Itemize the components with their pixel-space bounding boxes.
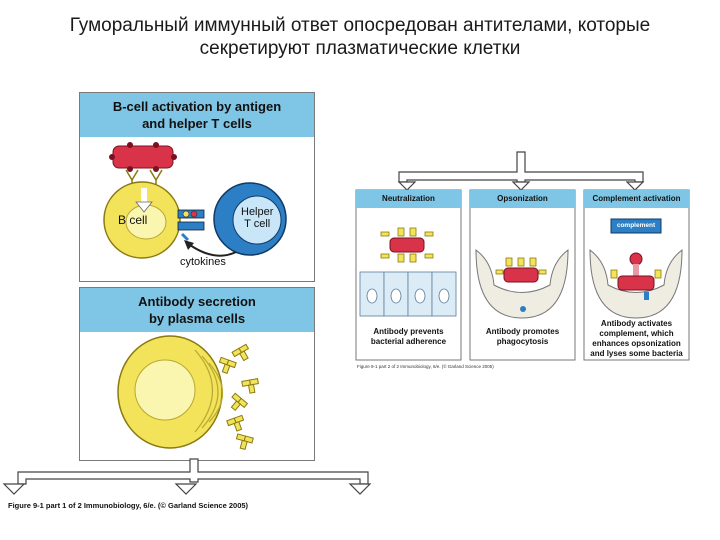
slide-title-line-1: Гуморальный иммунный ответ опосредован а… <box>69 15 651 36</box>
opsonization-caption-line-2: phagocytosis <box>496 337 549 346</box>
complement-icon <box>589 218 683 319</box>
plasma-cell-icon <box>117 335 223 449</box>
antibody-secretion-title-line-2: by plasma cells <box>148 311 246 326</box>
left-figure-caption: Figure 9-1 part 1 of 2 Immunobiology, 6/… <box>8 501 249 510</box>
antigen-uptake-arrow-icon <box>135 188 153 213</box>
complement-label: complement <box>616 222 656 229</box>
helper-t-cell-label: Helper T cell <box>241 206 273 230</box>
cytokines-label: cytokines <box>180 256 226 268</box>
phagocyte-icon <box>475 248 569 319</box>
antibody-secretion-header: Antibody secretion by plasma cells <box>80 288 314 332</box>
slide-title-line-2: секретируют плазматические клетки <box>199 38 521 59</box>
slide-title: Гуморальный иммунный ответ опосредован а… <box>0 14 720 60</box>
complement-caption-line-2: complement, which <box>599 329 674 338</box>
secreted-antibodies-icon <box>218 343 259 451</box>
antigen-icon <box>109 142 177 172</box>
branching-arrow-bottom-icon <box>2 458 372 495</box>
neutralization-header-bg <box>356 190 461 208</box>
neutralization-caption: Antibody prevents bacterial adherence <box>356 327 461 347</box>
helper-t-cell-label-line-1: Helper <box>241 206 274 218</box>
opsonization-header-bg <box>470 190 575 208</box>
antibody-secretion-title-line-1: Antibody secretion <box>138 294 256 309</box>
neutralization-title: Neutralization <box>382 194 435 203</box>
mhc-tcr-contact-icon <box>177 209 205 231</box>
complement-caption: Antibody activates complement, which enh… <box>584 319 689 359</box>
complement-caption-line-3: enhances opsonization <box>592 339 681 348</box>
epithelial-cells-icon <box>359 271 457 317</box>
complement-activation-title: Complement activation <box>592 194 681 203</box>
neutralization-bacterium-icon <box>380 227 434 263</box>
b-cell-activation-title-line-2: and helper T cells <box>142 116 252 131</box>
neutralization-caption-line-2: bacterial adherence <box>370 337 447 346</box>
branching-arrow-top-icon <box>397 151 645 191</box>
opsonization-caption-line-1: Antibody promotes <box>485 327 560 336</box>
right-figure-caption: Figure 9-1 part 2 of 2 Immunobiology, 6/… <box>357 364 494 369</box>
opsonization-title: Opsonization <box>497 194 548 203</box>
complement-caption-line-4: and lyses some bacteria <box>590 349 683 358</box>
b-cell-icon <box>103 181 181 259</box>
b-cell-label: B cell <box>118 213 148 227</box>
helper-t-cell-label-line-2: T cell <box>244 218 271 230</box>
neutralization-caption-line-1: Antibody prevents <box>373 327 444 336</box>
b-cell-activation-title-line-1: B-cell activation by antigen <box>112 99 282 114</box>
b-cell-activation-header: B-cell activation by antigen and helper … <box>80 93 314 137</box>
opsonization-caption: Antibody promotes phagocytosis <box>470 327 575 347</box>
complement-caption-line-1: Antibody activates <box>600 319 673 328</box>
helper-t-cell-icon <box>213 182 287 256</box>
cytokine-arrow-icon <box>180 232 237 257</box>
complement-header-bg <box>584 190 689 208</box>
